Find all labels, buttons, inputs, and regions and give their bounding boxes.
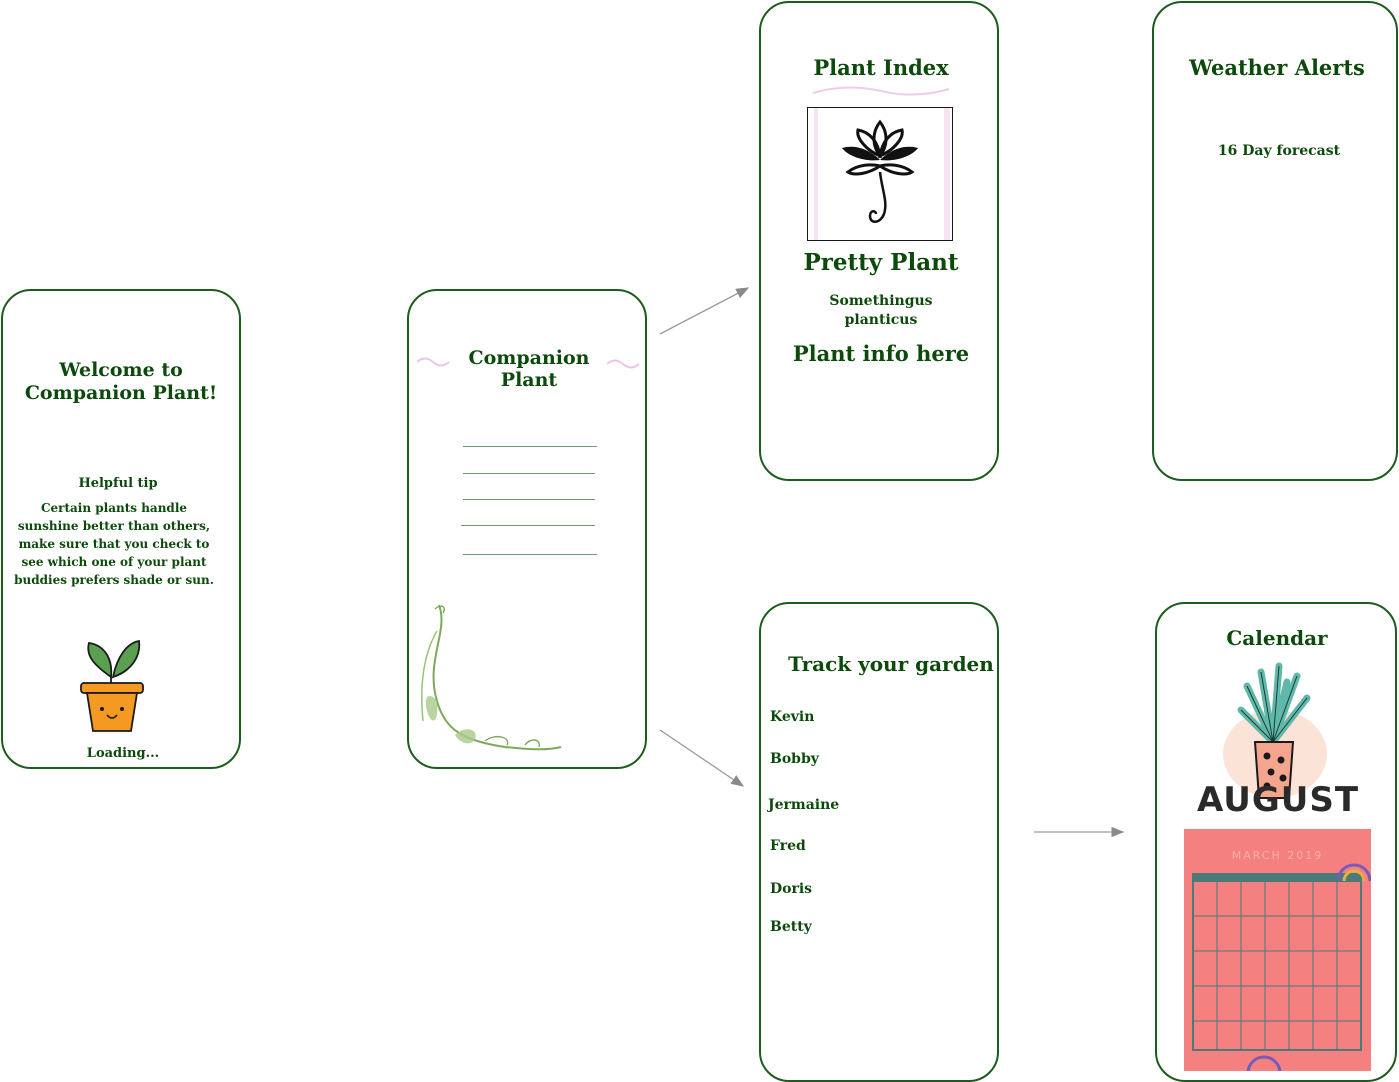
menu-line-2[interactable] xyxy=(463,473,595,474)
tip-body: Certain plants handle sunshine better th… xyxy=(14,501,214,587)
menu-line-1[interactable] xyxy=(463,446,597,447)
loading-text: Loading... xyxy=(86,746,160,761)
arrow-to-plant-index xyxy=(659,287,750,335)
title-underline-flourish xyxy=(812,86,950,96)
garden-screen: Track your garden Kevin Bobby Jermaine F… xyxy=(759,602,999,1082)
menu-line-3[interactable] xyxy=(463,499,595,500)
welcome-title: Welcome to Companion Plant! xyxy=(24,359,218,404)
menu-title: Companion Plant xyxy=(468,347,590,391)
garden-item-fred[interactable]: Fred xyxy=(770,838,806,854)
tip-heading: Helpful tip xyxy=(78,476,158,491)
plant-image-frame[interactable] xyxy=(807,107,953,241)
garden-item-jermaine[interactable]: Jermaine xyxy=(768,797,840,813)
calendar-title: Calendar xyxy=(1226,626,1328,650)
garden-item-betty[interactable]: Betty xyxy=(770,919,812,935)
month-label: AUGUST xyxy=(1197,780,1360,820)
forecast-label[interactable]: 16 Day forecast xyxy=(1217,143,1341,159)
calendar-grid xyxy=(1192,873,1362,1051)
vine-decoration-icon xyxy=(421,604,562,751)
plant-index-title: Plant Index xyxy=(813,55,949,80)
lotus-flower-icon xyxy=(842,119,918,223)
plant-name: Pretty Plant xyxy=(803,249,959,276)
menu-line-4[interactable] xyxy=(461,525,595,526)
arrow-to-garden xyxy=(659,729,745,787)
plant-index-screen: Plant Index Pretty Plant Somethingus pla… xyxy=(759,1,999,481)
weather-screen: Weather Alerts 16 Day forecast xyxy=(1152,1,1398,481)
calendar-grid-image[interactable]: MARCH 2019 xyxy=(1184,829,1371,1071)
cactus-pot-icon xyxy=(1223,662,1327,799)
rainbow-decoration-icon xyxy=(1336,863,1371,882)
garden-item-bobby[interactable]: Bobby xyxy=(770,751,819,767)
title-flourish-left xyxy=(417,357,450,367)
potted-plant-icon xyxy=(80,639,144,732)
garden-title: Track your garden xyxy=(788,652,994,676)
plant-info: Plant info here xyxy=(792,341,970,366)
scientific-name-line-1: Somethingus xyxy=(829,293,933,309)
calendar-screen: Calendar AUGUST MARCH 2019 xyxy=(1155,602,1397,1082)
scientific-name-line-2: planticus xyxy=(844,312,918,328)
title-flourish-right xyxy=(607,359,640,369)
rainbow-decoration-bottom-icon xyxy=(1246,1055,1282,1071)
welcome-screen: Welcome to Companion Plant! Helpful tip … xyxy=(1,289,241,769)
garden-item-kevin[interactable]: Kevin xyxy=(770,709,815,725)
menu-screen: Companion Plant xyxy=(407,289,647,769)
garden-item-doris[interactable]: Doris xyxy=(770,881,813,897)
calendar-grid-title: MARCH 2019 xyxy=(1231,849,1324,862)
menu-line-5[interactable] xyxy=(463,554,597,555)
weather-title: Weather Alerts xyxy=(1189,55,1365,80)
